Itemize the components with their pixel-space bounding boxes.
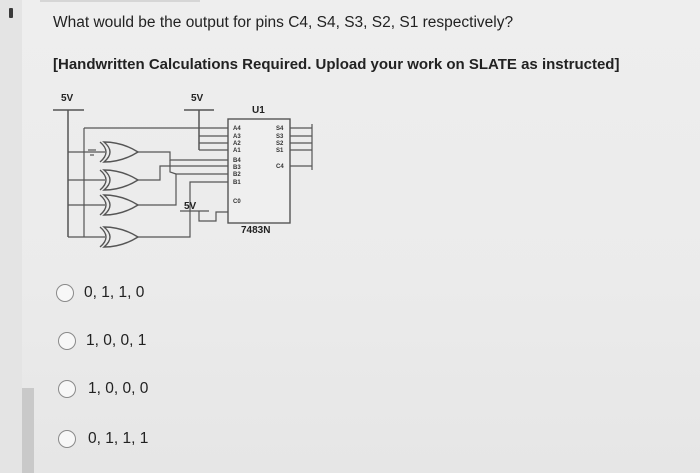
instruction-text: [Handwritten Calculations Required. Uplo… — [53, 56, 620, 73]
scrollbar[interactable] — [22, 388, 34, 473]
option-4[interactable]: 0, 1, 1, 1 — [58, 430, 148, 448]
radio-button[interactable] — [58, 380, 76, 398]
option-label: 0, 1, 1, 1 — [88, 430, 149, 447]
radio-button[interactable] — [56, 284, 74, 302]
chip-7483n — [227, 118, 291, 224]
pin-b3-label: B3 — [233, 165, 241, 171]
pin-c0-label: C0 — [233, 199, 241, 205]
supply-5v-left-label: 5V — [61, 93, 74, 104]
output-pin-stubs — [290, 124, 313, 170]
supply-5v-mid-label: 5V — [191, 93, 204, 104]
question-text: What would be the output for pins C4, S4… — [53, 14, 514, 31]
xor-gates — [99, 141, 140, 248]
gate-input-wires — [68, 128, 105, 238]
option-label: 0, 1, 1, 0 — [84, 284, 145, 301]
pin-c4-label: C4 — [276, 164, 284, 170]
left-rail — [0, 0, 22, 473]
pin-a4-label: A4 — [233, 126, 241, 132]
a-bus-wires — [84, 127, 228, 151]
pin-a1-label: A1 — [233, 148, 241, 154]
supply-5v-carry-label: 5V — [184, 201, 197, 212]
option-label: 1, 0, 0, 0 — [88, 380, 149, 397]
pin-b2-label: B2 — [233, 172, 241, 178]
pin-a3-label: A3 — [233, 134, 241, 140]
pin-s1-label: S1 — [276, 148, 284, 154]
rail-marker — [9, 8, 13, 18]
option-2[interactable]: 1, 0, 0, 1 — [58, 332, 146, 350]
pin-b1-label: B1 — [233, 180, 241, 186]
option-label: 1, 0, 0, 1 — [86, 332, 147, 349]
pin-b4-label: B4 — [233, 158, 241, 164]
pin-s4-label: S4 — [276, 126, 284, 132]
radio-button[interactable] — [58, 332, 76, 350]
option-3[interactable]: 1, 0, 0, 0 — [58, 380, 148, 398]
gate-output-wires — [138, 151, 228, 238]
option-1[interactable]: 0, 1, 1, 0 — [56, 284, 144, 302]
chip-part-label: 7483N — [241, 225, 270, 236]
chip-ref-label: U1 — [252, 105, 265, 116]
top-divider — [40, 0, 200, 2]
pin-s3-label: S3 — [276, 134, 284, 140]
pin-a2-label: A2 — [233, 141, 241, 147]
radio-button[interactable] — [58, 430, 76, 448]
pin-s2-label: S2 — [276, 141, 284, 147]
